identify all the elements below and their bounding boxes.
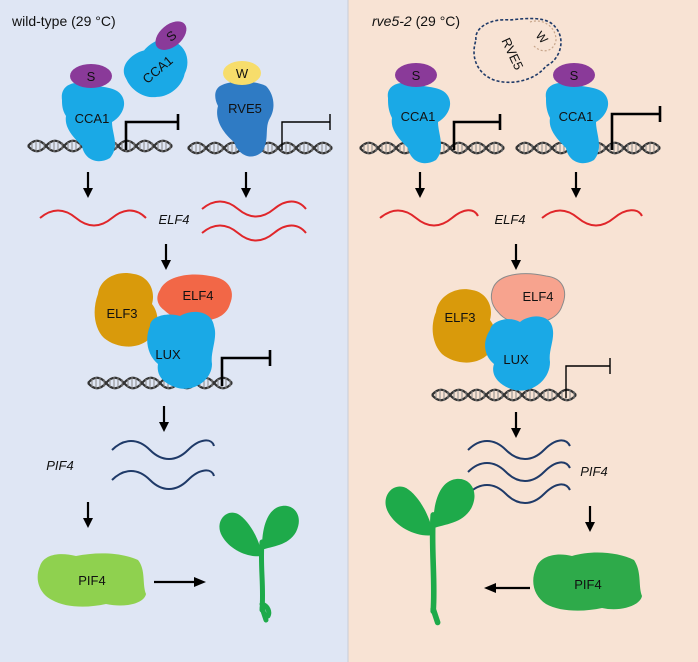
left-arrow-to-seedling <box>154 577 206 587</box>
left-pif4-mrna <box>111 439 215 490</box>
right-cca1-b: S CCA1 <box>514 63 662 164</box>
right-cca1-a: S CCA1 <box>358 63 506 164</box>
right-cca1-a-repression <box>452 114 502 150</box>
right-pif4-gene-label: PIF4 <box>580 464 607 479</box>
right-elf4-protein-label: ELF4 <box>522 289 553 304</box>
left-cca1-free: S CCA1 <box>123 21 188 98</box>
right-cca1-a-partner: S <box>412 68 421 83</box>
left-lux-label: LUX <box>155 347 181 362</box>
left-pif4-gene-label: PIF4 <box>46 458 73 473</box>
right-cca1-a-label: CCA1 <box>401 109 436 124</box>
right-evening-complex: ELF3 ELF4 LUX <box>430 273 611 403</box>
right-pif4-mrna <box>467 439 571 504</box>
left-cca1-partner-label: S <box>87 69 96 84</box>
right-pif4-protein <box>533 552 642 611</box>
right-cca1-b-label: CCA1 <box>559 109 594 124</box>
left-pif4-protein <box>37 553 146 607</box>
right-arrow-to-seedling <box>484 583 530 593</box>
left-elf4-protein-label: ELF4 <box>182 288 213 303</box>
left-elf3-label: ELF3 <box>106 306 137 321</box>
left-cca1-partner-s <box>70 64 112 88</box>
right-cca1-b-partner: S <box>570 68 579 83</box>
right-title-genotype: rve5-2 <box>372 13 412 29</box>
right-lux-label: LUX <box>503 352 529 367</box>
left-elf4-gene-label: ELF4 <box>158 212 189 227</box>
right-elf4-gene-label: ELF4 <box>494 212 525 227</box>
right-elf4-mrna <box>379 209 643 227</box>
left-rve5-partner-w <box>223 61 261 85</box>
right-cca1-b-repression <box>610 106 662 150</box>
left-title: wild-type (29 °C) <box>11 13 116 29</box>
left-cca1-bound: S CCA1 <box>26 64 180 162</box>
right-seedling <box>385 478 475 626</box>
right-elf3-label: ELF3 <box>444 310 475 325</box>
left-rve5-label: RVE5 <box>228 101 262 116</box>
right-pif4-protein-label: PIF4 <box>574 577 601 592</box>
left-rve5-repression <box>281 114 331 150</box>
left-cca1-label: CCA1 <box>75 111 110 126</box>
left-cca1-repression <box>124 114 180 150</box>
left-rve5-partner-label: W <box>236 66 249 81</box>
right-lux-repression <box>565 358 611 398</box>
left-rve5-bound: W RVE5 <box>186 61 334 157</box>
left-pif4-protein-label: PIF4 <box>78 573 105 588</box>
left-elf4-mrna <box>39 200 307 242</box>
left-evening-complex: ELF3 ELF4 LUX <box>86 272 272 391</box>
right-title: rve5-2 (29 °C) <box>372 13 460 29</box>
left-lux-repression <box>220 350 272 386</box>
right-title-temp: (29 °C) <box>412 13 460 29</box>
